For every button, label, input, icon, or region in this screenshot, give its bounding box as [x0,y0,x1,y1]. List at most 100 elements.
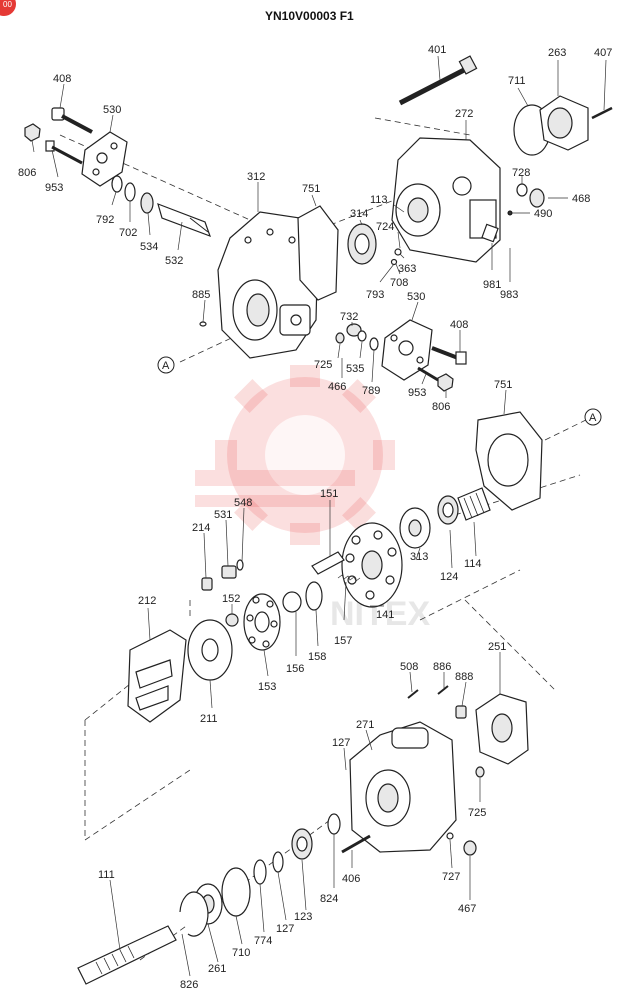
callout-530: 530 [103,104,121,116]
callout-531: 531 [214,509,232,521]
callout-806-mid: 806 [432,401,450,413]
callout-732: 732 [340,311,358,323]
pin-885 [199,321,207,327]
shaft-532 [157,203,211,238]
pin-548 [236,559,244,571]
shoe-152 [225,613,239,627]
callout-824: 824 [320,893,338,905]
bolt-953-mid [417,366,439,382]
oring-728 [516,183,528,197]
casing-312 [217,211,319,359]
valve-block-251 [475,693,529,765]
callout-751-mid: 751 [494,379,512,391]
callout-490: 490 [534,208,552,220]
callout-153: 153 [258,681,276,693]
cover-530-mid [381,319,433,381]
callout-363: 363 [398,263,416,275]
flange-263 [539,95,589,151]
retainer-plate-153 [243,593,281,651]
callout-548: 548 [234,497,252,509]
bolt-408-mid [431,346,467,365]
callout-468: 468 [572,193,590,205]
callout-702: 702 [119,227,137,239]
bolt-408-top [51,107,93,134]
oring-727 [446,832,454,840]
oring-710 [221,867,251,917]
spline-114 [457,487,491,521]
callout-261: 261 [208,963,226,975]
bearing-123 [291,828,313,860]
plate-981 [481,223,499,243]
callout-806: 806 [18,167,36,179]
spacer-127-lower [272,851,284,873]
callout-127: 127 [332,737,350,749]
nut-806-mid [437,373,454,392]
callout-725-lower: 725 [468,807,486,819]
callout-151: 151 [320,488,338,500]
oring-725-top [335,332,345,344]
callout-114: 114 [464,558,482,570]
callout-156: 156 [286,663,304,675]
valve-plate-313 [399,507,431,549]
snap-ring-826 [179,891,209,937]
callout-407: 407 [594,47,612,59]
callout-labels: 408 530 806 953 792 702 534 532 312 751 … [18,44,612,991]
callout-406: 406 [342,873,360,885]
callout-467: 467 [458,903,476,915]
screw-407 [591,106,613,120]
plug-531 [221,565,237,579]
callout-983: 983 [500,289,518,301]
callout-127-lower: 127 [276,923,294,935]
spacer-534 [140,192,154,214]
callout-774: 774 [254,935,272,947]
callout-263: 263 [548,47,566,59]
callout-212: 212 [138,595,156,607]
callout-981: 981 [483,279,501,291]
callout-953: 953 [45,182,63,194]
badge-text: 00 [3,0,12,9]
callout-123: 123 [294,911,312,923]
callout-751: 751 [302,183,320,195]
ref-marker-a-right: A [584,408,602,426]
callout-888: 888 [455,671,473,683]
callout-141: 141 [376,609,394,621]
callout-157: 157 [334,635,352,647]
callout-953-mid: 953 [408,387,426,399]
pin-214 [201,577,213,591]
spring-157 [337,574,361,582]
callout-725: 725 [314,359,332,371]
corner-badge: 00 [0,0,16,16]
spring-535 [357,330,367,342]
callout-158: 158 [308,651,326,663]
callout-124: 124 [440,571,458,583]
bearing-314 [347,223,377,265]
callout-728: 728 [512,167,530,179]
callout-789: 789 [362,385,380,397]
callout-792: 792 [96,214,114,226]
callout-214: 214 [192,522,210,534]
callout-727: 727 [442,871,460,883]
support-212 [127,629,187,723]
ref-marker-label: A [162,360,170,372]
seal-774 [253,859,267,885]
callout-793: 793 [366,289,384,301]
callout-710: 710 [232,947,250,959]
callout-724: 724 [376,221,394,233]
retainer-158 [305,581,323,611]
plug-468 [529,188,545,208]
callout-466: 466 [328,381,346,393]
callout-272: 272 [455,108,473,120]
callout-111: 111 [98,869,115,881]
callout-312: 312 [247,171,265,183]
bearing-124 [437,495,459,525]
callout-532: 532 [165,255,183,267]
callout-885: 885 [192,289,210,301]
oring-725-lower [475,766,485,778]
socket-bolt-406 [341,834,371,854]
callout-826: 826 [180,979,198,991]
housing-272 [391,137,501,263]
callout-711: 711 [508,75,526,87]
swash-plate-211 [187,619,233,681]
bolt-953-top [45,140,83,165]
pin-490 [507,210,513,216]
